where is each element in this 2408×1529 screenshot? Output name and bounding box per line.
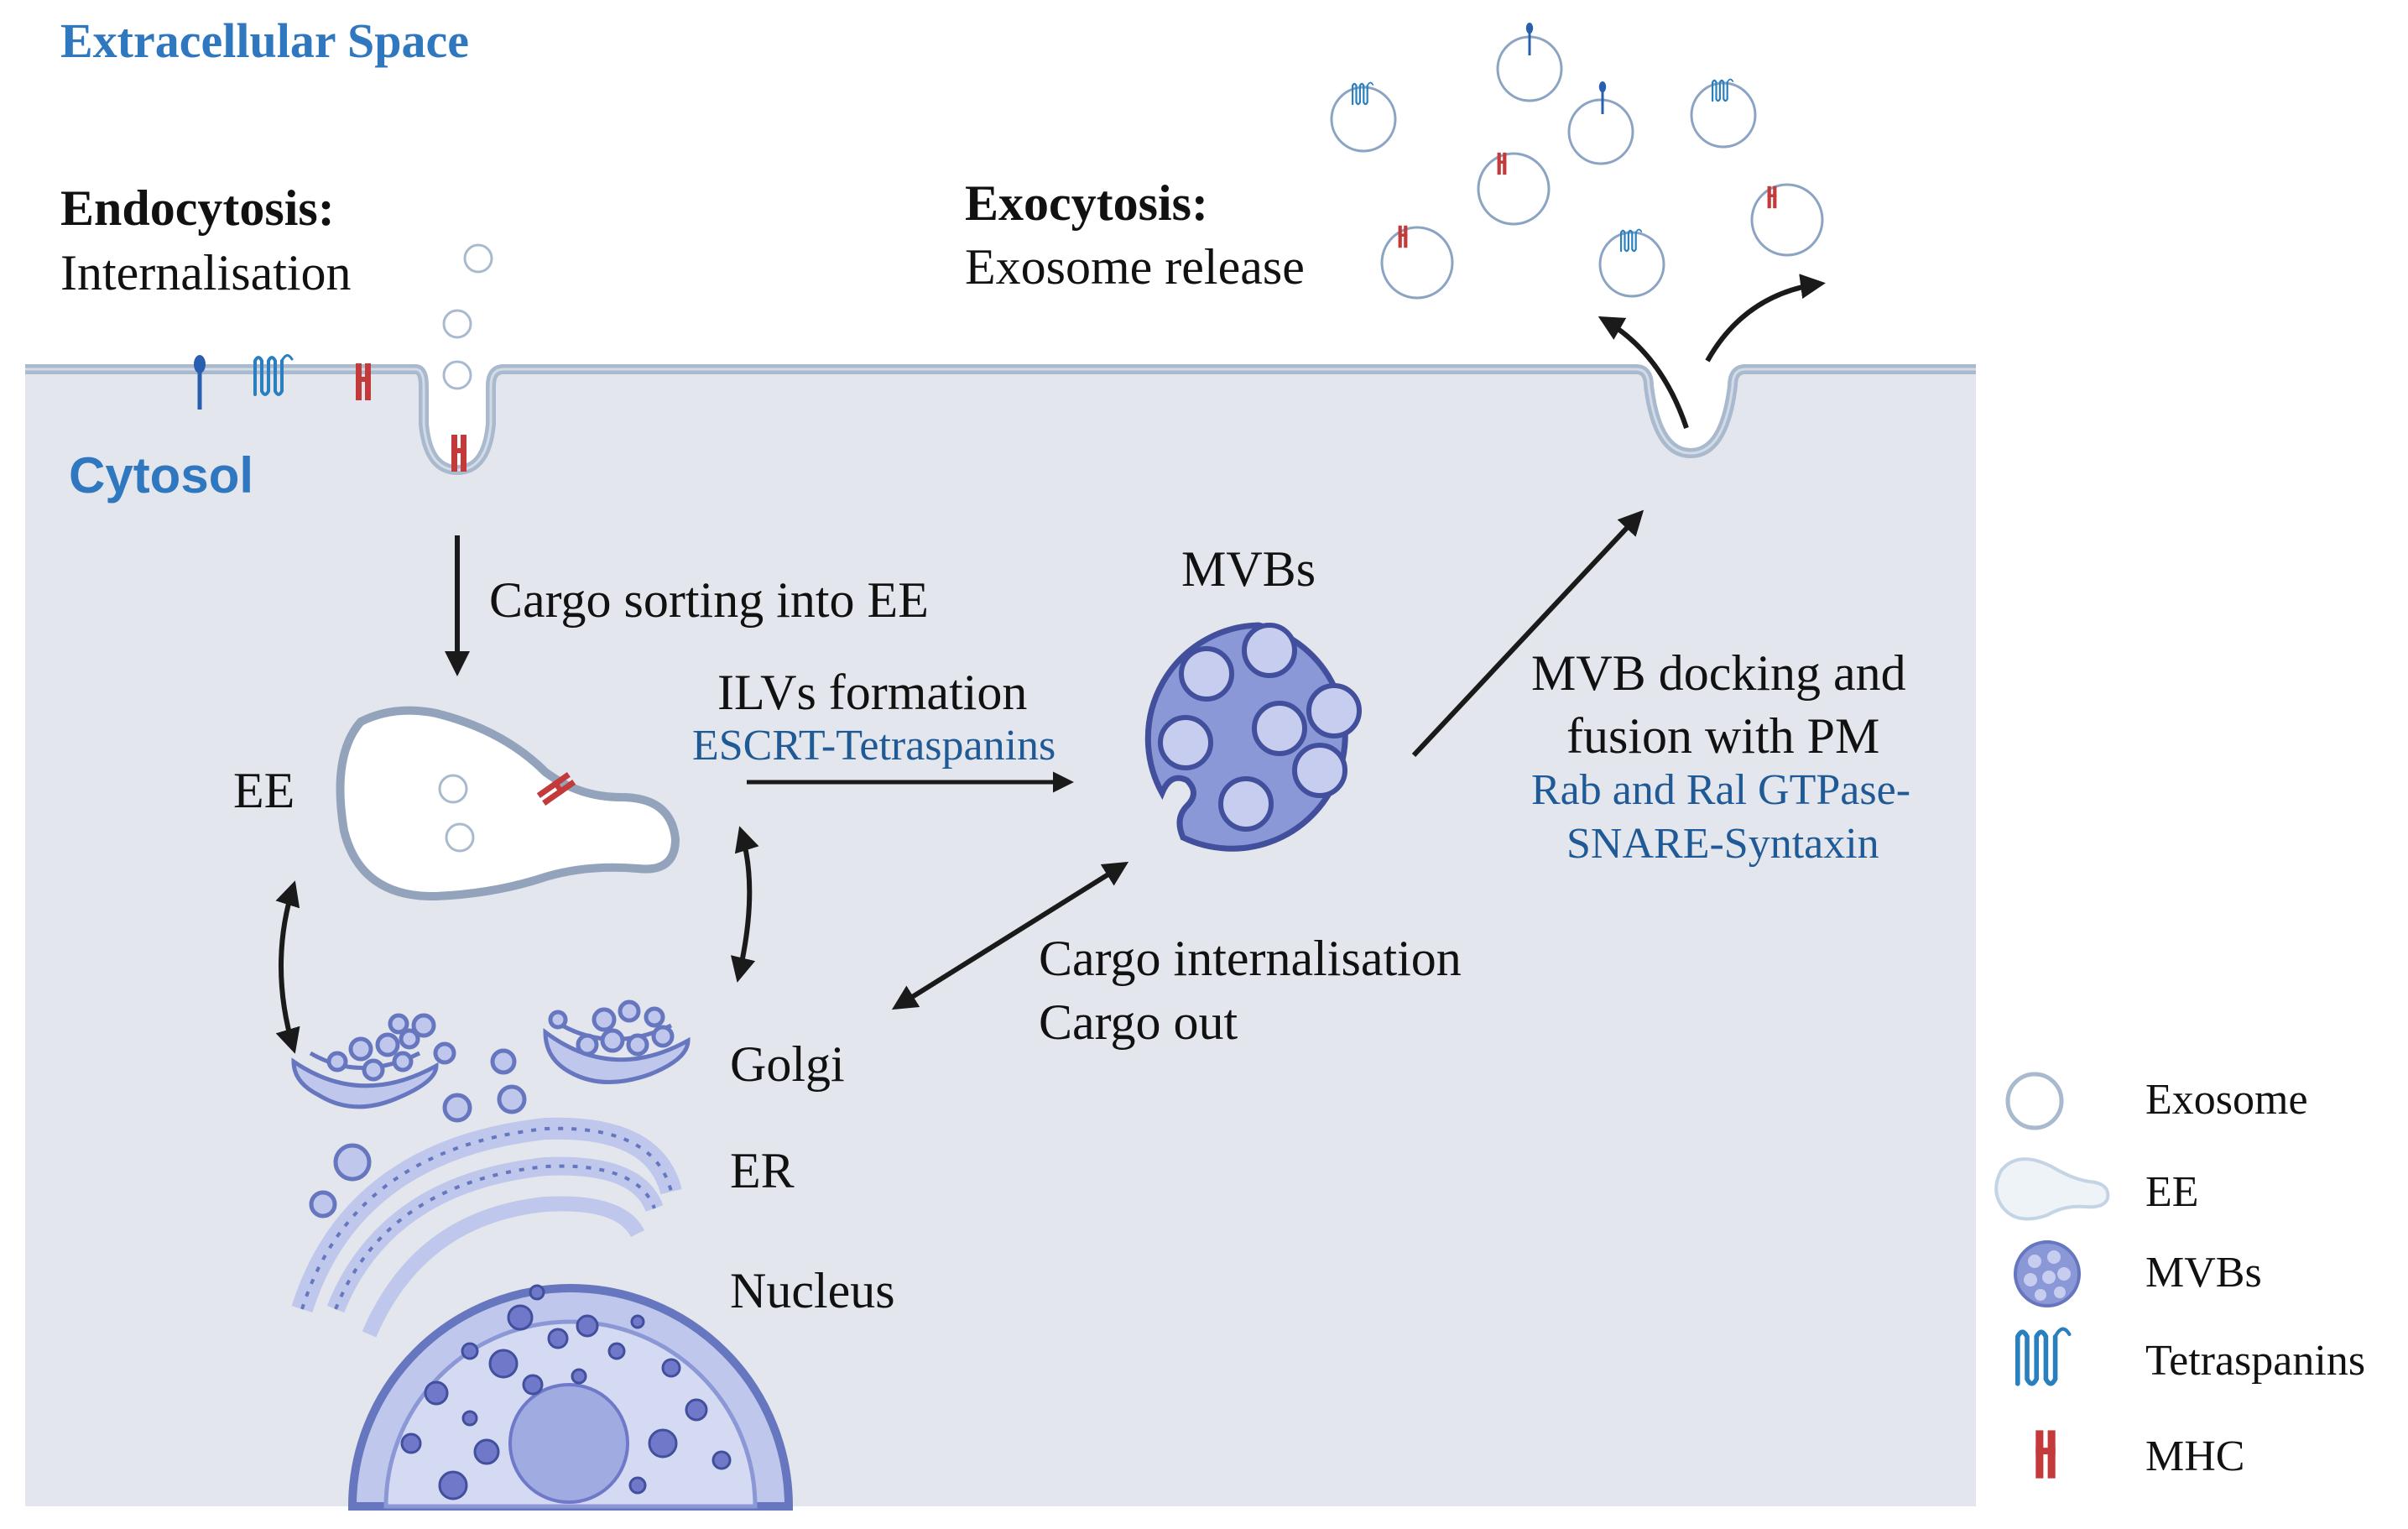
legend-label-tetraspanins: Tetraspanins [2145,1337,2365,1385]
early-endosome [336,706,680,901]
legend-label-exosome: Exosome [2145,1076,2308,1124]
ee-icon [1994,1157,2110,1221]
ee-label: EE [233,763,294,818]
golgi-label: Golgi [730,1036,845,1092]
cargo-sorting-label: Cargo sorting into EE [489,572,929,628]
cargo-out-label: Cargo out [1039,994,1238,1050]
tetraspanin-icon [2018,1329,2070,1384]
exocytosis-subtitle: Exosome release [965,239,1305,295]
endocytosis-subtitle: Internalisation [60,245,352,300]
cargo-internalisation-label: Cargo internalisation [1039,931,1462,986]
nucleus [347,1284,794,1511]
er-label: ER [730,1143,795,1198]
ilv-mechanism-label: ESCRT-Tetraspanins [692,722,1055,770]
cytosol-label: Cytosol [69,447,253,504]
legend: Exosome EE MVBs Tetraspanins MHC [1994,1072,2365,1480]
mhc-icon [2035,1430,2056,1479]
mvb-ilvs [1158,623,1362,832]
nucleus-label: Nucleus [730,1263,895,1318]
docking-line1: MVB docking and [1531,645,1906,701]
exocytosis-arrow-right [1705,274,1826,363]
extracellular-label: Extracellular Space [60,13,469,68]
golgi-mvb-arrow [891,861,1129,1010]
internalised-vesicles [442,243,493,390]
exocytosis-title: Exocytosis: [965,175,1208,231]
legend-label-mvbs: MVBs [2145,1249,2262,1297]
endocytosis-title: Endocytosis: [60,180,335,236]
exosome-icon [2005,1072,2064,1130]
golgi [291,999,691,1114]
docking-mech2: SNARE-Syntaxin [1566,820,1879,868]
endoplasmic-reticulum [291,1093,682,1338]
mvb-icon [2014,1240,2081,1307]
docking-mech1: Rab and Ral GTPase- [1531,766,1910,814]
released-exosomes [1330,21,1824,300]
exocytosis-arrow-left [1598,316,1689,429]
legend-label-mhc: MHC [2145,1432,2244,1480]
ilv-formation-label: ILVs formation [717,665,1027,720]
ee-golgi-arrow [730,826,759,983]
cytosol-region [25,369,1976,1506]
legend-label-ee: EE [2145,1168,2199,1216]
mvb-docking-arrow [1411,509,1644,758]
docking-line2: fusion with PM [1566,708,1879,764]
ee-er-arrow [275,880,300,1054]
mvbs-label: MVBs [1181,541,1316,597]
